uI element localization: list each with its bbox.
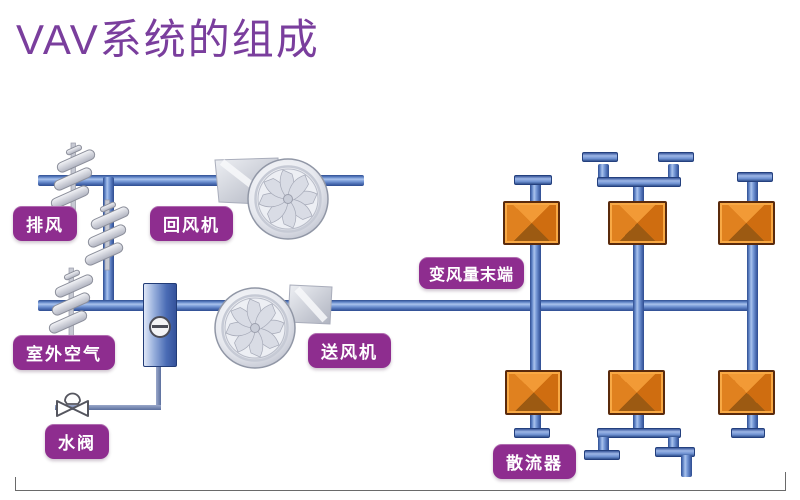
- label-vav-terminal: 变风量末端: [419, 257, 525, 289]
- vav-terminal-box: [608, 201, 667, 245]
- water-pipe-horizontal: [55, 405, 161, 410]
- label-water-valve: 水阀: [45, 424, 109, 459]
- label-return-fan: 回风机: [150, 206, 233, 241]
- duct-elbow-drop: [681, 455, 692, 477]
- duct-outlet-cap: [514, 175, 552, 185]
- return-fan-icon: [214, 157, 329, 240]
- duct-outlet-cap: [514, 428, 550, 438]
- frame-border-left-tick: [15, 477, 16, 491]
- duct-branch-1: [530, 180, 541, 432]
- duct-outlet-cap: [584, 450, 620, 460]
- duct-stub: [668, 437, 679, 450]
- duct-outlet-cap: [737, 172, 773, 182]
- label-outdoor-air: 室外空气: [13, 335, 115, 370]
- diffuser-box: [608, 370, 665, 415]
- label-exhaust: 排风: [13, 206, 77, 241]
- duct-branch-2: [633, 185, 644, 430]
- damper-icon: [84, 199, 130, 271]
- duct-outlet-cap: [582, 152, 618, 162]
- damper-icon: [50, 142, 96, 218]
- duct-supply-main: [38, 300, 758, 311]
- duct-manifold: [597, 177, 681, 187]
- duct-outlet-cap: [658, 152, 694, 162]
- supply-fan-icon: [214, 284, 333, 369]
- duct-manifold: [597, 428, 681, 438]
- vav-terminal-box: [503, 201, 560, 245]
- diffuser-box: [718, 370, 775, 415]
- duct-stub: [598, 164, 609, 180]
- vav-terminal-box: [718, 201, 775, 245]
- duct-exhaust-top: [38, 175, 364, 186]
- duct-elbow: [655, 447, 695, 457]
- page-title: VAV系统的组成: [16, 16, 320, 63]
- filter-knob-icon: [149, 316, 171, 338]
- frame-border-right-tick: [785, 472, 786, 491]
- duct-stub: [668, 164, 679, 180]
- water-valve-icon: [56, 392, 89, 417]
- label-supply-fan: 送风机: [308, 333, 391, 368]
- label-diffuser: 散流器: [493, 444, 576, 479]
- damper-icon: [48, 267, 94, 341]
- duct-branch-3: [747, 178, 758, 432]
- diffuser-box: [505, 370, 562, 415]
- duct-stub: [598, 437, 609, 452]
- duct-outlet-cap: [731, 428, 765, 438]
- water-pipe-vertical: [156, 365, 161, 408]
- frame-border-bottom: [15, 490, 786, 491]
- filter-unit: [143, 283, 177, 367]
